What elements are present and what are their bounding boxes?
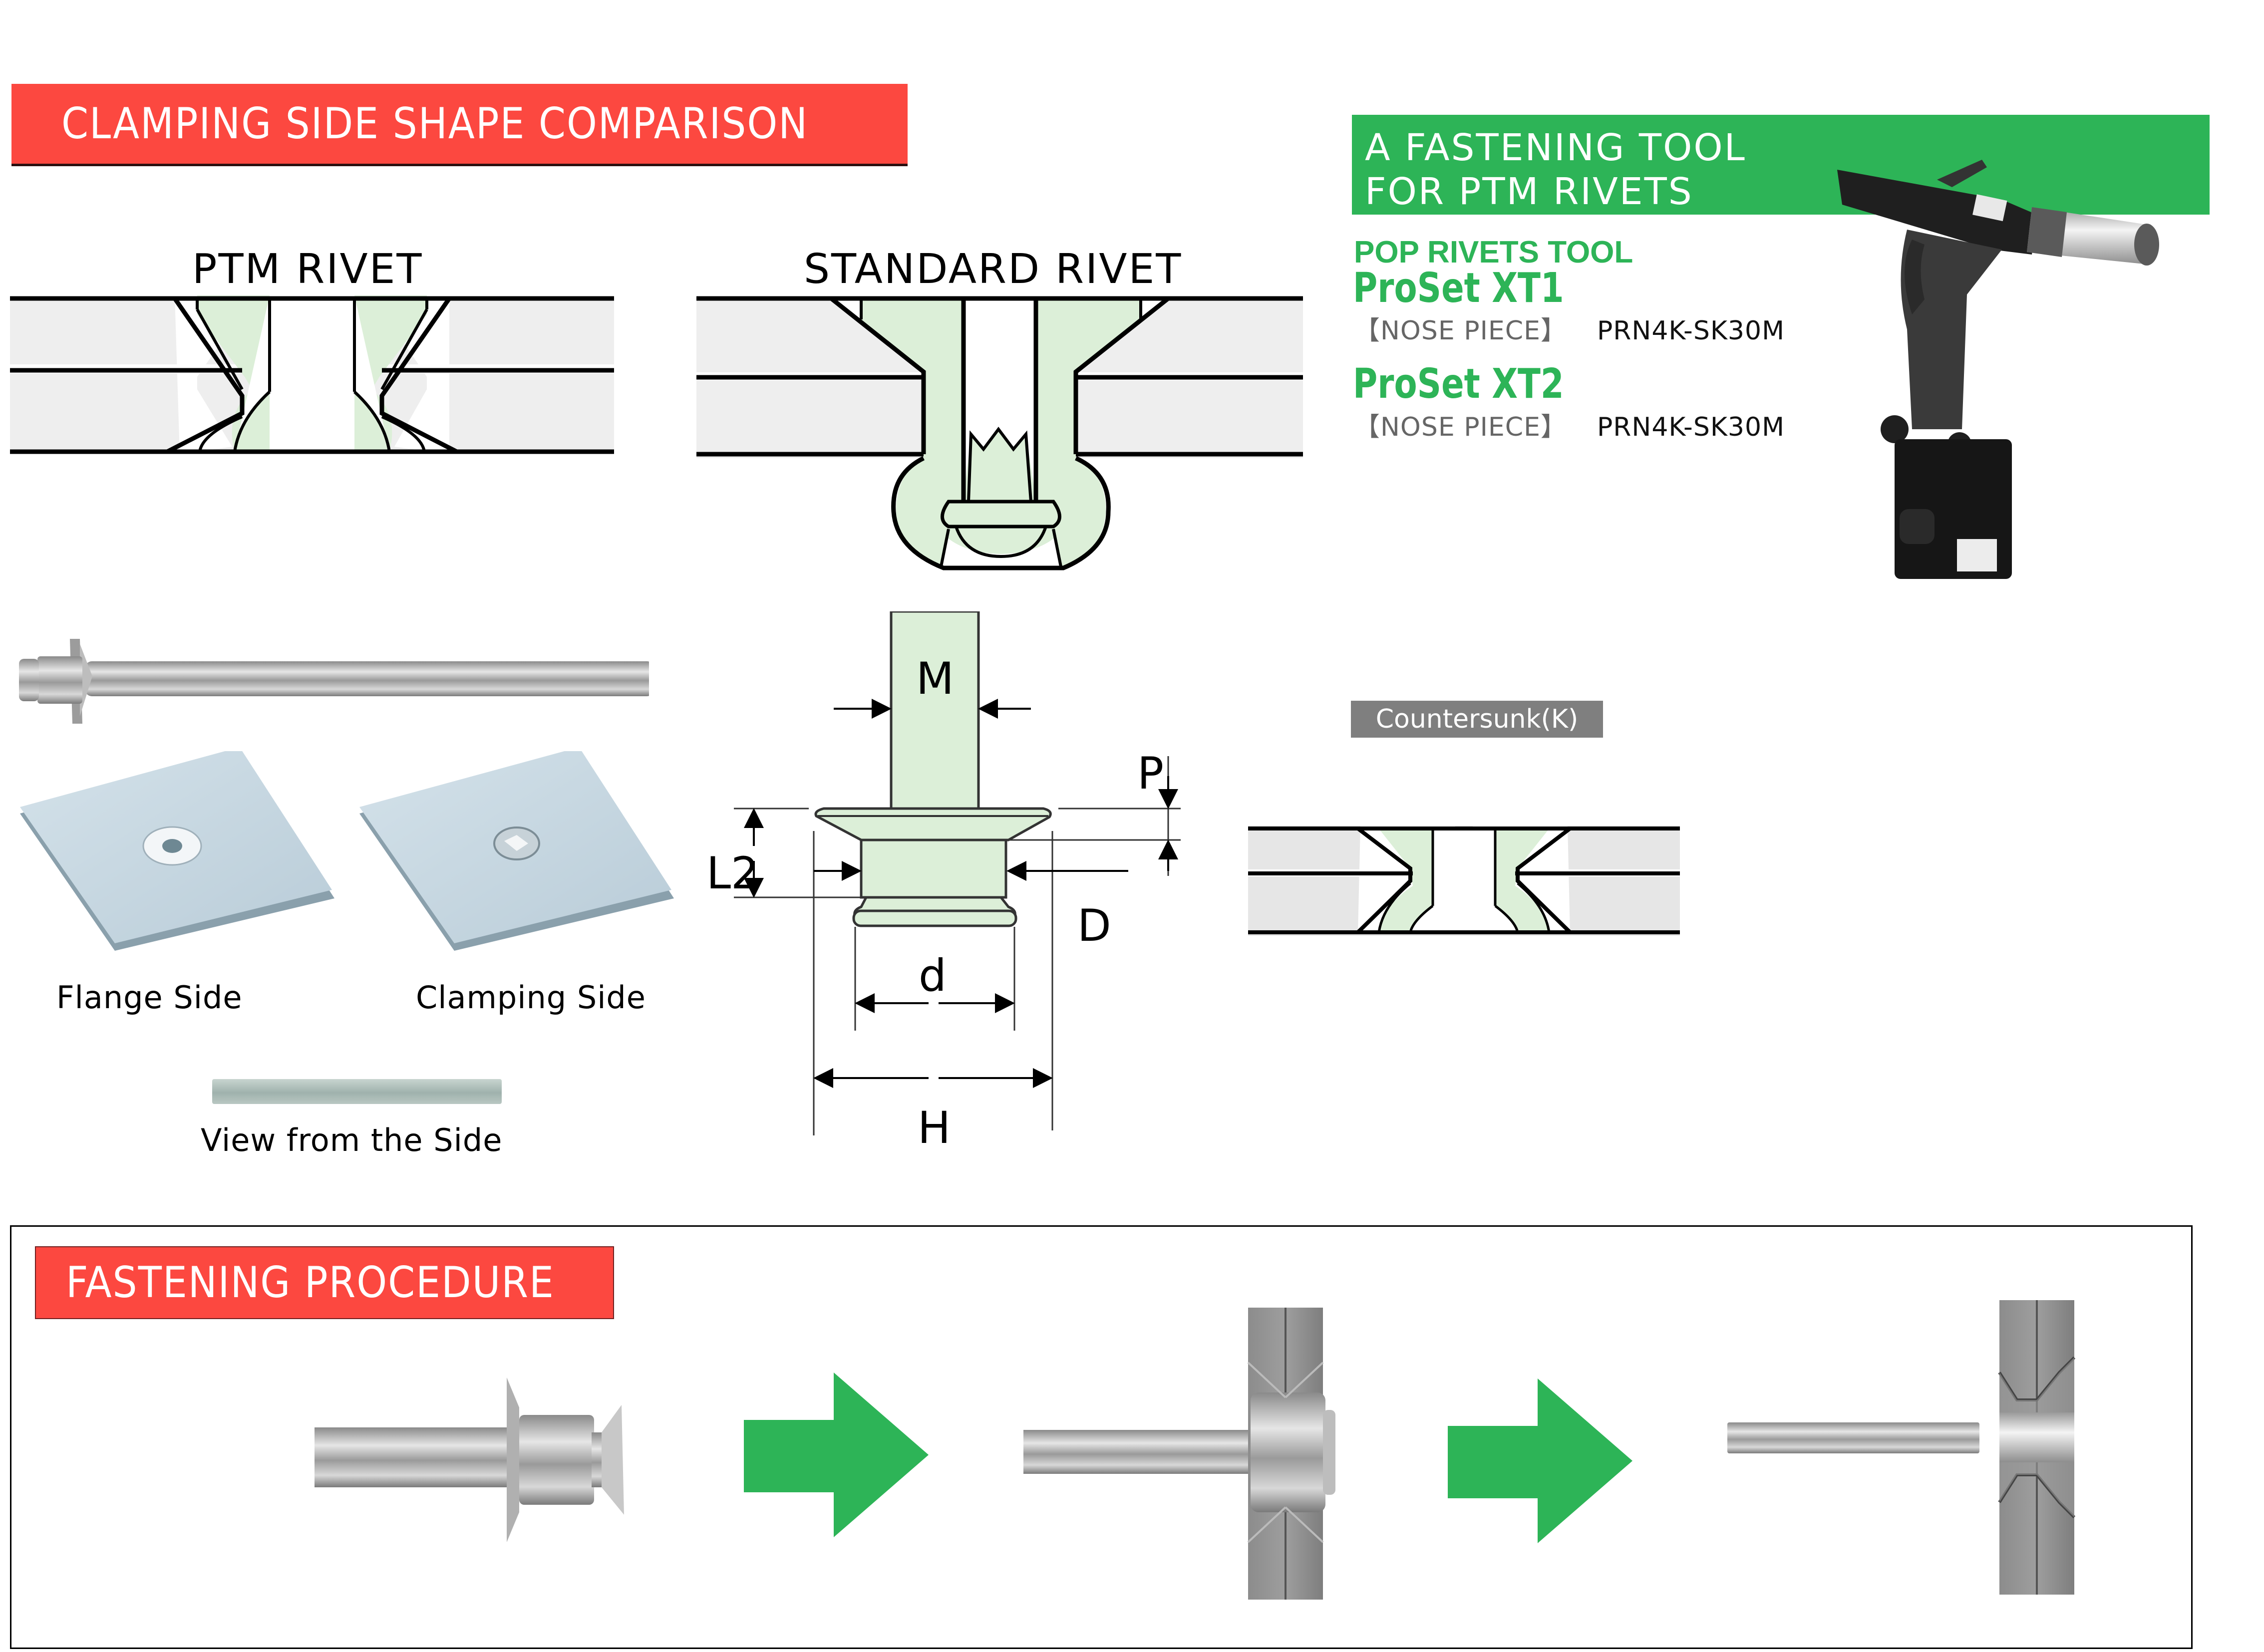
procedure-step-1-rivet (315, 1377, 624, 1542)
flange (507, 1377, 519, 1542)
dim-label-p: P (1137, 748, 1164, 799)
tool-nose (1837, 170, 2037, 255)
countersunk-diagram (1248, 826, 1680, 936)
side-view-caption: View from the Side (201, 1122, 503, 1158)
rivet-body-left (1378, 827, 1433, 932)
broken-mandrel (1727, 1422, 1979, 1453)
banner-line-2: FOR PTM RIVETS (1365, 170, 1693, 213)
arrow-right-icon (1448, 1378, 1632, 1543)
flange-shape (814, 807, 1052, 841)
dim-label-h: H (918, 1102, 951, 1153)
standard-rivet-diagram (696, 296, 1303, 570)
rivet-body (519, 1415, 594, 1505)
rivet-body (1251, 1392, 1325, 1512)
tool-handle (1901, 230, 2002, 429)
mandrel-head (936, 479, 1066, 554)
rivet-dimension-drawing: M P L2 D d H (706, 611, 1181, 1153)
dim-label-l2: L2 (706, 847, 759, 899)
nose-piece-part-number: PRN4K-SK30M (1597, 412, 1785, 442)
body-shape (860, 838, 1007, 899)
countersunk-badge: Countersunk(K) (1351, 701, 1603, 738)
fastening-procedure-header: FASTENING PROCEDURE (35, 1246, 614, 1319)
arrow-right-icon (744, 1373, 929, 1537)
fastening-procedure-panel (10, 1225, 2193, 1649)
flange-side-plate-photo (20, 751, 334, 951)
dim-label-d-lower: d (919, 950, 947, 1001)
dim-label-d-upper: D (1077, 900, 1111, 951)
mandrel (1023, 1430, 1248, 1474)
ptm-rivet-diagram (10, 295, 614, 454)
procedure-step-3-fastened (1727, 1300, 2076, 1595)
nose-piece-label: 【NOSE PIECE】 (1354, 316, 1567, 346)
rivet-tool-photo (1837, 160, 2159, 579)
tool-name-xt1: ProSet XT1 (1353, 265, 1564, 312)
fastening-tool-banner: A FASTENING TOOL FOR PTM RIVETS (1352, 115, 2210, 215)
tool-name-xt2: ProSet XT2 (1353, 360, 1564, 408)
mandrel-shape (890, 611, 980, 813)
tool-category-label: POP RIVETS TOOL (1354, 235, 1633, 270)
nose-piece-part-number: PRN4K-SK30M (1597, 316, 1785, 346)
clamping-side-caption: Clamping Side (416, 979, 646, 1016)
countersunk-label: Countersunk(K) (1375, 704, 1579, 734)
clamping-side-plate-photo (359, 751, 674, 951)
nose-piece-xt1: 【NOSE PIECE】 PRN4K-SK30M (1354, 309, 1785, 347)
rivet-photo (19, 639, 649, 724)
standard-rivet-label: STANDARD RIVET (804, 246, 1183, 293)
flange-side-caption: Flange Side (56, 979, 243, 1016)
rivet-body-right (1495, 827, 1550, 932)
nose-piece-xt2: 【NOSE PIECE】 PRN4K-SK30M (1354, 406, 1785, 443)
nose-piece-label: 【NOSE PIECE】 (1354, 412, 1567, 442)
procedure-step-2-inserted (1023, 1308, 1335, 1600)
clamping-comparison-header: CLAMPING SIDE SHAPE COMPARISON (11, 84, 908, 164)
dim-label-m: M (916, 653, 954, 704)
clamping-comparison-title: CLAMPING SIDE SHAPE COMPARISON (61, 99, 809, 149)
hollow-rivet-center (1999, 1412, 2074, 1462)
mandrel (315, 1427, 512, 1487)
rivet-head (37, 656, 82, 704)
mandrel (85, 661, 649, 696)
side-view-plate-photo (212, 1079, 502, 1104)
banner-line-1: A FASTENING TOOL (1365, 126, 1746, 169)
procedure-arrow-1 (744, 1373, 929, 1537)
fastening-procedure-title: FASTENING PROCEDURE (66, 1258, 555, 1308)
procedure-arrow-2 (1448, 1378, 1632, 1543)
ptm-rivet-label: PTM RIVET (192, 246, 423, 293)
